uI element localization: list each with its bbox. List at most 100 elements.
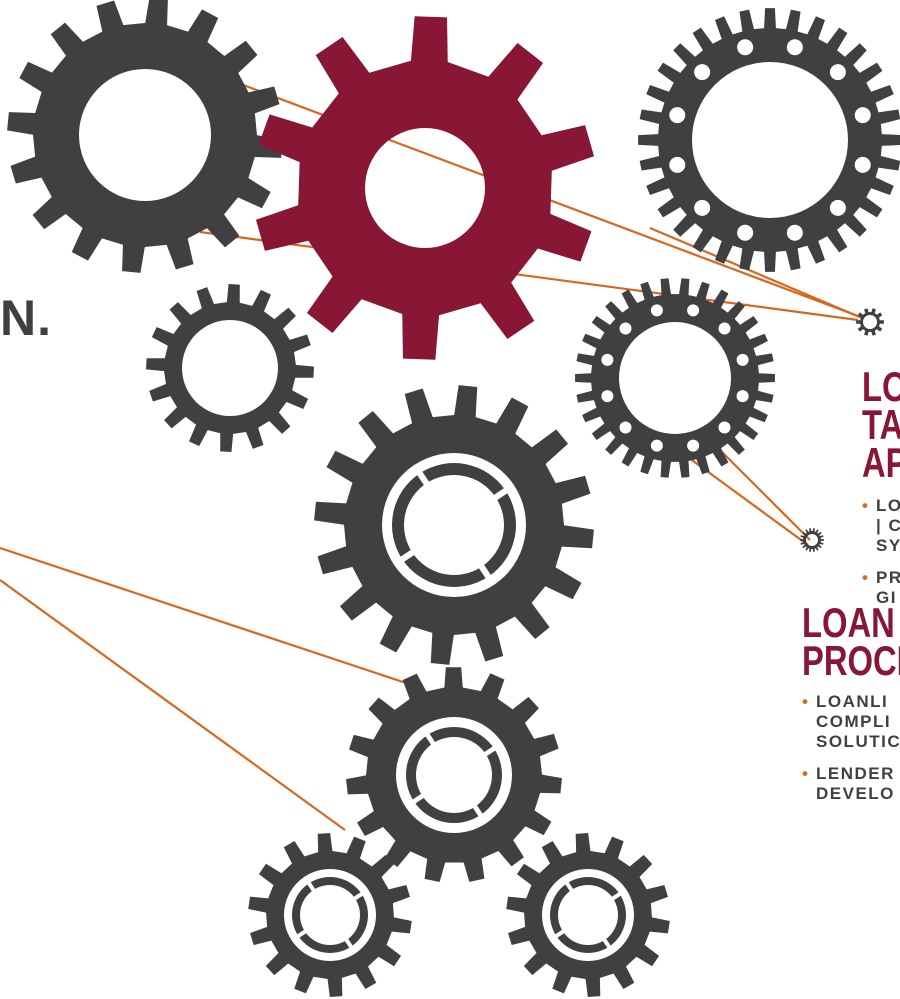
gear-ring-gap (305, 879, 317, 894)
item-line: DEVELO (816, 784, 895, 803)
connector-line (0, 579, 346, 831)
gear-ring-gap (471, 802, 485, 819)
gear-dot (786, 39, 803, 56)
gear-body (7, 0, 283, 273)
label-1-title-line: AP (862, 439, 900, 486)
gear-dot (718, 322, 731, 335)
gear-mid-right-icon (575, 278, 775, 478)
gear-inner-ring (550, 877, 626, 953)
label-1-title-line: TA (862, 401, 900, 448)
gear-body (856, 308, 884, 336)
gear-bottom-left-icon (248, 833, 412, 997)
item-line: | C (876, 516, 900, 535)
bullet-icon: • (802, 692, 810, 711)
gear-ring-gap (415, 469, 431, 488)
gear-marker-2-icon (800, 528, 824, 552)
gear-ring-gap (477, 562, 493, 581)
gear-body (800, 528, 824, 552)
gear-body (314, 385, 594, 665)
gear-dot (737, 39, 754, 56)
connector-line (717, 447, 811, 541)
list-item: • LOANLI COMPLI SOLUTIC (802, 692, 900, 752)
gear-body (638, 8, 900, 272)
gear-body (255, 16, 595, 360)
gear-ring-gap (491, 486, 510, 502)
connector-line (0, 546, 416, 688)
gear-top-right-icon (638, 8, 900, 272)
gear-dot (829, 199, 846, 216)
item-line: LENDER (816, 764, 895, 783)
gear-dot (687, 304, 700, 317)
gear-dot (687, 439, 700, 452)
item-line: SY (876, 536, 900, 555)
gear-ring-gap (552, 928, 567, 940)
gear-small-left-icon (146, 284, 314, 452)
bullet-icon: • (862, 568, 870, 587)
gear-center-icon (314, 385, 594, 665)
label-1-title-line: LO (862, 363, 900, 410)
gear-dot (694, 64, 711, 81)
gear-inner-ring (292, 877, 368, 953)
gear-marker-1-icon (856, 308, 884, 336)
gear-dot (854, 156, 871, 173)
gear-dot (650, 439, 663, 452)
label-block-2: LOAN PROCE • LOANLI COMPLI SOLUTIC • LEN… (802, 599, 900, 816)
label-2-title-line: PROCE (802, 637, 900, 684)
gear-dot (619, 421, 632, 434)
bullet-icon: • (802, 764, 810, 783)
gear-ring-gap (410, 792, 427, 806)
gear-dot (786, 224, 803, 241)
gear-inner-ring (392, 463, 516, 587)
gear-dot (718, 421, 731, 434)
item-line: SOLUTIC (816, 732, 900, 751)
label-2-title-line: LOAN (802, 599, 895, 646)
item-line: PR (876, 568, 900, 587)
list-item: • LO | C SY (862, 496, 900, 556)
gear-body (146, 284, 314, 452)
gear-ring-gap (481, 744, 498, 758)
gear-dot (619, 322, 632, 335)
gear-dot (736, 353, 749, 366)
gears-group (7, 0, 900, 997)
gear-ring-gap (351, 890, 366, 902)
gear-dot (669, 107, 686, 124)
label-block-1: LO TA AP • LO | C SY • PR GI (862, 363, 900, 620)
item-line: LO (876, 496, 900, 515)
connector-line (649, 226, 863, 320)
gear-dot (650, 304, 663, 317)
gear-top-left-icon (7, 0, 283, 273)
gear-dot (601, 390, 614, 403)
gear-ring-gap (423, 731, 437, 748)
gear-dot (737, 224, 754, 241)
gear-dot (694, 199, 711, 216)
gear-dot (829, 64, 846, 81)
gear-body (346, 667, 562, 883)
gear-ring-gap (294, 928, 309, 940)
list-item: • LENDER DEVELO (802, 764, 900, 804)
gear-ring-gap (343, 936, 355, 951)
gear-ring-gap (563, 879, 575, 894)
gear-body (575, 278, 775, 478)
item-line: LOANLI (816, 692, 889, 711)
gear-ring-gap (398, 548, 417, 564)
gear-dot (736, 390, 749, 403)
label-1-items: • LO | C SY • PR GI (862, 496, 900, 608)
gear-inner-ring (406, 727, 502, 823)
gear-dot (601, 353, 614, 366)
connector-line (199, 230, 859, 322)
list-item: • PR GI (862, 568, 900, 608)
gear-body (248, 833, 412, 997)
gear-maroon-icon (255, 16, 595, 360)
gear-dot (669, 156, 686, 173)
label-2-title: LOAN PROCE (802, 599, 900, 684)
gear-dot (854, 107, 871, 124)
bullet-icon: • (862, 496, 870, 515)
gear-bottom-right-icon (506, 833, 670, 997)
gear-ring-gap (601, 936, 613, 951)
label-2-items: • LOANLI COMPLI SOLUTIC • LENDER DEVELO (802, 692, 900, 804)
label-1-title: LO TA AP (862, 363, 900, 486)
gear-body (506, 833, 670, 997)
item-line: COMPLI (816, 712, 892, 731)
